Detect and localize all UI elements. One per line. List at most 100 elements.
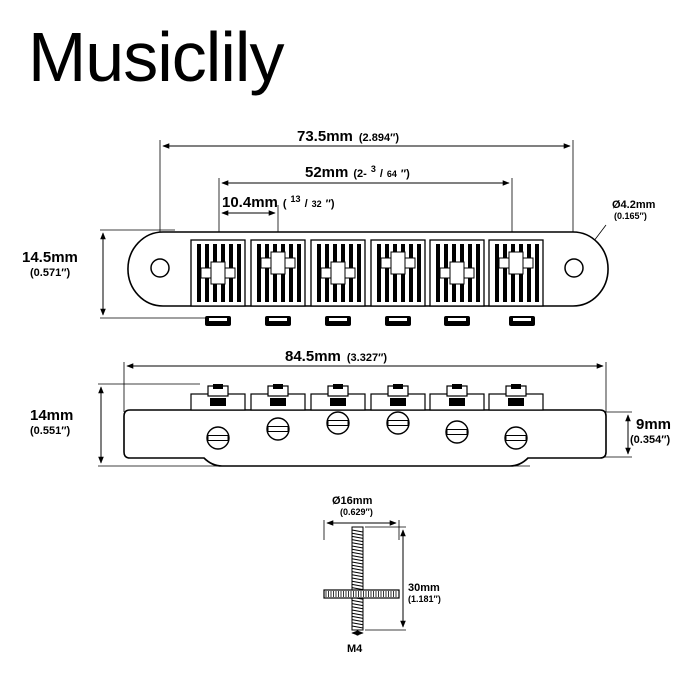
wheel-knurl — [325, 591, 397, 597]
thread-line — [351, 587, 364, 591]
post-hole-left — [150, 258, 170, 278]
saddle-side-notch — [213, 384, 223, 389]
screw-slot — [207, 435, 229, 441]
string-spread-mm: 52mm — [305, 164, 348, 181]
thread-line — [351, 574, 364, 578]
svg-text:10.4mm ( 13: 10.4mm ( 13 / 32 ″) — [222, 189, 335, 211]
side-view: 84.5mm (3.327″) 14mm (0.551″) 9mm (0.354… — [30, 348, 671, 467]
overall-length-side-inch: (3.327″) — [347, 352, 387, 364]
saddle-side-2 — [250, 384, 306, 411]
thread-line — [351, 577, 364, 581]
saddle-bar — [535, 244, 539, 302]
stud-length-mm: 30mm — [408, 582, 440, 594]
thread-line — [351, 580, 364, 584]
saddle-side-5 — [429, 384, 485, 411]
saddle-side-notch — [511, 384, 521, 389]
wheel-diameter-inch: (0.629″) — [340, 507, 373, 517]
intonation-screws-top — [205, 316, 535, 326]
saddle-side-screw — [330, 398, 346, 406]
saddle-bar — [357, 244, 361, 302]
screw-highlight — [389, 318, 407, 321]
end-height-mm: 9mm — [636, 416, 671, 433]
saddle-bar — [495, 244, 499, 302]
overall-length-top-mm: 73.5mm — [297, 128, 353, 145]
saddle-bar — [289, 244, 293, 302]
stud-length-inch: (1.181″) — [408, 594, 441, 604]
string-spacing-inch-suffix: ″) — [326, 198, 335, 210]
total-height-mm: 14mm — [30, 407, 73, 424]
saddle-top-6 — [488, 239, 544, 307]
hole-diameter-mm: Ø4.2mm — [612, 199, 656, 211]
dim-string-spacing: 10.4mm ( 13 / 32 ″) — [221, 189, 335, 240]
screw-highlight — [513, 318, 531, 321]
saddle-top-4 — [370, 239, 426, 307]
hole-diameter-inch: (0.165″) — [614, 211, 647, 221]
saddle-bar — [436, 244, 440, 302]
saddles-side — [190, 384, 544, 411]
thread-line — [351, 535, 364, 539]
dim-end-height: 9mm (0.354″) — [598, 411, 671, 458]
string-spacing-inch-prefix: ( — [283, 198, 287, 210]
thread-line — [351, 542, 364, 546]
string-spacing-mm: 10.4mm — [222, 194, 278, 211]
overall-length-side-mm: 84.5mm — [285, 348, 341, 365]
thread-line — [351, 539, 364, 543]
thread-line — [351, 619, 364, 623]
stud-thumb-wheel — [323, 589, 400, 599]
saddle-side-screw — [390, 398, 406, 406]
end-height-inch: (0.354″) — [630, 434, 670, 446]
svg-text:73.5mm (2.894″): 73.5mm (2.894″) — [297, 128, 399, 145]
string-spread-inch-den: 64 — [387, 169, 397, 179]
saddle-block — [330, 261, 346, 285]
thread-line — [351, 545, 364, 549]
thread-line — [351, 529, 364, 533]
saddle-side-screw — [449, 398, 465, 406]
dim-string-spread: 52mm (2- 3 / 64 ″) — [218, 159, 513, 240]
screw-slot — [446, 429, 468, 435]
dim-overall-length-side: 84.5mm (3.327″) — [123, 348, 607, 412]
thread-size-label: M4 — [347, 643, 363, 655]
dim-wheel-diameter: Ø16mm (0.629″) — [323, 495, 400, 540]
screw-highlight — [329, 318, 347, 321]
saddle-side-screw — [508, 398, 524, 406]
bridge-base-top — [127, 231, 609, 307]
saddle-bar — [297, 244, 301, 302]
svg-text:52mm (2- 3: 52mm (2- 3 / 64 ″) — [305, 159, 410, 181]
screw-highlight — [269, 318, 287, 321]
thread-line — [351, 606, 364, 610]
thread-line — [351, 551, 364, 555]
saddle-bar — [265, 244, 269, 302]
string-spread-inch-sep: / — [380, 168, 383, 180]
post-hole-right — [564, 258, 584, 278]
saddle-top-3 — [310, 239, 366, 307]
thread-line — [351, 583, 364, 587]
brand-logo: Musiclily — [28, 18, 284, 96]
saddle-block — [270, 251, 286, 275]
thread-line — [351, 603, 364, 607]
thread-line — [351, 625, 364, 629]
string-spread-inch-num: 3 — [371, 164, 376, 174]
saddle-side-notch — [452, 384, 462, 389]
saddle-bar — [476, 244, 480, 302]
dim-stud-length: 30mm (1.181″) — [365, 526, 441, 631]
saddle-bar — [503, 244, 507, 302]
height-top-mm: 14.5mm — [22, 249, 78, 266]
bridge-body-side — [123, 409, 607, 467]
saddle-side-1 — [190, 384, 246, 411]
saddle-bar — [385, 244, 389, 302]
saddle-side-3 — [310, 384, 366, 411]
thread-line — [351, 564, 364, 568]
thread-line — [351, 558, 364, 562]
saddle-bar — [377, 244, 381, 302]
saddle-block — [508, 251, 524, 275]
wheel-diameter-mm: Ø16mm — [332, 495, 373, 507]
thread-line — [351, 555, 364, 559]
stud-view: Ø16mm (0.629″) 30mm (1.181″) M4 — [323, 495, 441, 655]
saddle-bar — [417, 244, 421, 302]
height-top-inch: (0.571″) — [30, 267, 70, 279]
dim-height-top: 14.5mm (0.571″) — [22, 229, 205, 319]
saddle-side-screw — [210, 398, 226, 406]
saddle-bar — [237, 244, 241, 302]
saddle-side-notch — [333, 384, 343, 389]
